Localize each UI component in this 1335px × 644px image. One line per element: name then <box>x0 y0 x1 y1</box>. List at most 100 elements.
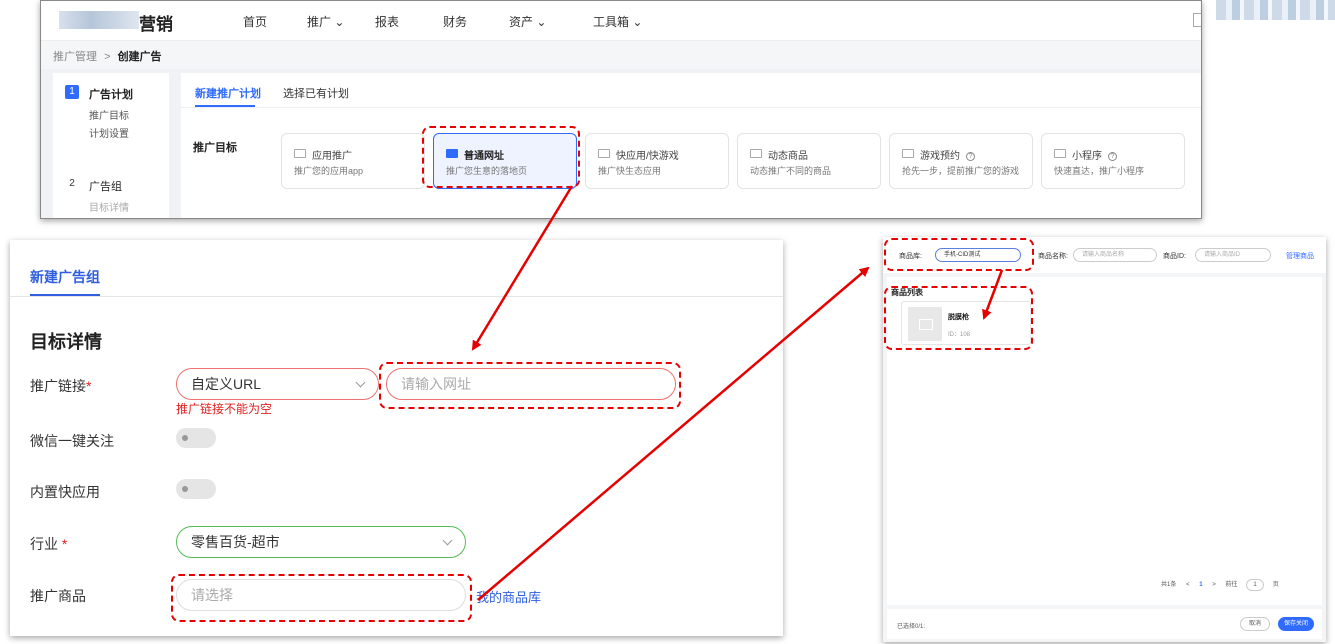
step-title-plan[interactable]: 广告计划 <box>89 89 133 101</box>
goal-label: 推广目标 <box>193 142 237 154</box>
product-card[interactable]: 脱膜枪 ID：108 <box>901 301 1031 345</box>
cancel-button[interactable]: 取消 <box>1239 617 1270 631</box>
brand-name: 营销 <box>139 15 173 34</box>
tab-new-adgroup[interactable]: 新建广告组 <box>30 269 100 285</box>
goto-page-input[interactable]: 1 <box>1246 579 1265 591</box>
folder-icon <box>294 149 306 158</box>
goal-card-dynamic[interactable]: 动态商品 动态推广不同的商品 <box>737 133 881 189</box>
product-list-title: 商品列表 <box>891 288 923 297</box>
promo-link-label-text: 推广链接 <box>30 378 86 394</box>
required-mark: * <box>61 536 68 552</box>
goal-card-web[interactable]: 普通网址 推广您生意的落地页 <box>433 133 577 189</box>
chevron-down-icon: ⌄ <box>536 15 547 29</box>
chevron-down-icon: ⌄ <box>632 15 643 29</box>
goal-card-title-row: 游戏预约? <box>920 147 975 162</box>
manage-products-link[interactable]: 管理商品 <box>1286 253 1314 260</box>
create-ad-panel: 营销 首页 推广 ⌄ 报表 财务 资产 ⌄ 工具箱 ⌄ 推广管理 > 创建广告 … <box>40 0 1202 219</box>
goal-card-title: 快应用/快游戏 <box>616 151 679 162</box>
industry-value: 零售百货-超市 <box>191 534 280 550</box>
logo-blurred <box>59 11 139 29</box>
goal-card-desc: 快速直达，推广小程序 <box>1054 166 1145 176</box>
product-id-input[interactable]: 请输入商品ID <box>1195 248 1271 262</box>
pagination-total: 共1条 <box>1161 582 1177 588</box>
goal-card-quickapp[interactable]: 快应用/快游戏 推广快生态应用 <box>585 133 729 189</box>
step-number-2: 2 <box>69 178 75 189</box>
step-sub-goal[interactable]: 推广目标 <box>89 111 129 122</box>
goto-label: 前往 <box>1225 582 1238 588</box>
product-name-input[interactable]: 请输入商品名称 <box>1073 248 1157 262</box>
step-number-1: 1 <box>65 85 79 99</box>
folder-icon <box>446 149 458 158</box>
nav-finance[interactable]: 财务 <box>443 15 468 29</box>
nav-home[interactable]: 首页 <box>243 15 268 29</box>
prev-page-icon[interactable]: < <box>1186 582 1190 588</box>
wechat-follow-toggle[interactable] <box>176 428 216 448</box>
product-id: ID：108 <box>948 332 971 338</box>
page-number[interactable]: 1 <box>1199 582 1203 588</box>
step-sub-target-details[interactable]: 目标详情 <box>89 203 129 214</box>
chevron-down-icon <box>355 377 366 388</box>
industry-select[interactable]: 零售百货-超市 <box>176 526 466 558</box>
corner-blurred-watermark <box>1216 0 1335 20</box>
folder-icon <box>750 149 762 158</box>
goal-card-miniprogram[interactable]: 小程序? 快速直达，推广小程序 <box>1041 133 1185 189</box>
goal-card-title: 小程序 <box>1072 151 1102 162</box>
nav-toolbox[interactable]: 工具箱 ⌄ <box>593 13 642 30</box>
annotation-highlight-web-goal <box>422 126 580 188</box>
create-ad-body: 1 广告计划 推广目标 计划设置 2 广告组 目标详情 新建推广计划 选择已有计… <box>41 69 1201 218</box>
breadcrumb-parent[interactable]: 推广管理 <box>53 51 97 63</box>
tab-new-plan[interactable]: 新建推广计划 <box>195 88 261 100</box>
nav-assets[interactable]: 资产 ⌄ <box>509 13 546 30</box>
user-icon[interactable] <box>1193 13 1201 27</box>
picker-footer: 已选择0/1: 取消 保存关闭 <box>887 609 1322 639</box>
save-close-button[interactable]: 保存关闭 <box>1277 617 1314 631</box>
goal-card-desc: 推广快生态应用 <box>598 166 662 176</box>
product-name: 脱膜枪 <box>948 314 969 321</box>
goal-card-title: 应用推广 <box>312 151 352 162</box>
product-lib-select[interactable]: 手机-CID测试 <box>935 248 1021 262</box>
required-mark: * <box>86 378 92 394</box>
goal-card-desc: 推广您生意的落地页 <box>446 166 528 176</box>
breadcrumb-current: 创建广告 <box>117 51 162 63</box>
tab-underline <box>195 105 255 107</box>
pagination: 共1条 < 1 > 前往 1 页 <box>1157 579 1283 591</box>
url-type-value: 自定义URL <box>191 376 262 392</box>
promo-link-error: 推广链接不能为空 <box>176 402 273 416</box>
folder-icon <box>1054 149 1066 158</box>
goal-card-title: 游戏预约 <box>920 151 960 162</box>
section-title: 目标详情 <box>30 332 102 352</box>
nav-toolbox-label: 工具箱 <box>593 15 630 29</box>
tab-existing-plan[interactable]: 选择已有计划 <box>283 88 349 100</box>
help-icon[interactable]: ? <box>966 151 975 161</box>
goal-card-desc: 抢先一步，提前推广您的游戏 <box>902 166 1020 176</box>
next-page-icon[interactable]: > <box>1212 582 1216 588</box>
product-select[interactable]: 请选择 <box>176 579 466 611</box>
wechat-follow-label: 微信一键关注 <box>30 433 114 449</box>
product-lib-label: 商品库: <box>899 253 922 260</box>
chevron-down-icon <box>442 535 453 546</box>
url-type-select[interactable]: 自定义URL <box>176 368 379 400</box>
product-id-label: 商品ID: <box>1163 253 1186 260</box>
product-filter-bar: 商品库: 手机-CID测试 商品名称: 请输入商品名称 商品ID: 请输入商品I… <box>883 237 1326 273</box>
quick-app-toggle[interactable] <box>176 479 216 499</box>
my-product-library-link[interactable]: 我的商品库 <box>476 590 542 605</box>
annotation-highlight-product-card <box>884 286 1033 350</box>
goal-card-desc: 动态推广不同的商品 <box>750 166 832 176</box>
goal-card-game-reserve[interactable]: 游戏预约? 抢先一步，提前推广您的游戏 <box>889 133 1033 189</box>
nav-reports[interactable]: 报表 <box>375 15 400 29</box>
annotation-highlight-url-input <box>379 362 681 409</box>
goal-card-app[interactable]: 应用推广 推广您的应用app <box>281 133 425 189</box>
step-sub-plan-settings[interactable]: 计划设置 <box>89 129 129 140</box>
help-icon[interactable]: ? <box>1108 151 1117 161</box>
product-label: 推广商品 <box>30 588 86 604</box>
image-placeholder-icon <box>908 307 942 341</box>
step-title-adgroup[interactable]: 广告组 <box>89 181 122 193</box>
annotation-highlight-product-select <box>171 574 472 622</box>
nav-promotion[interactable]: 推广 ⌄ <box>307 13 344 30</box>
tab-divider <box>181 107 1201 108</box>
nav-assets-label: 资产 <box>509 15 534 29</box>
goal-card-title: 动态商品 <box>768 151 808 162</box>
goal-card-title: 普通网址 <box>464 151 504 162</box>
product-name-label: 商品名称: <box>1038 253 1068 260</box>
goal-card-desc: 推广您的应用app <box>294 166 364 176</box>
